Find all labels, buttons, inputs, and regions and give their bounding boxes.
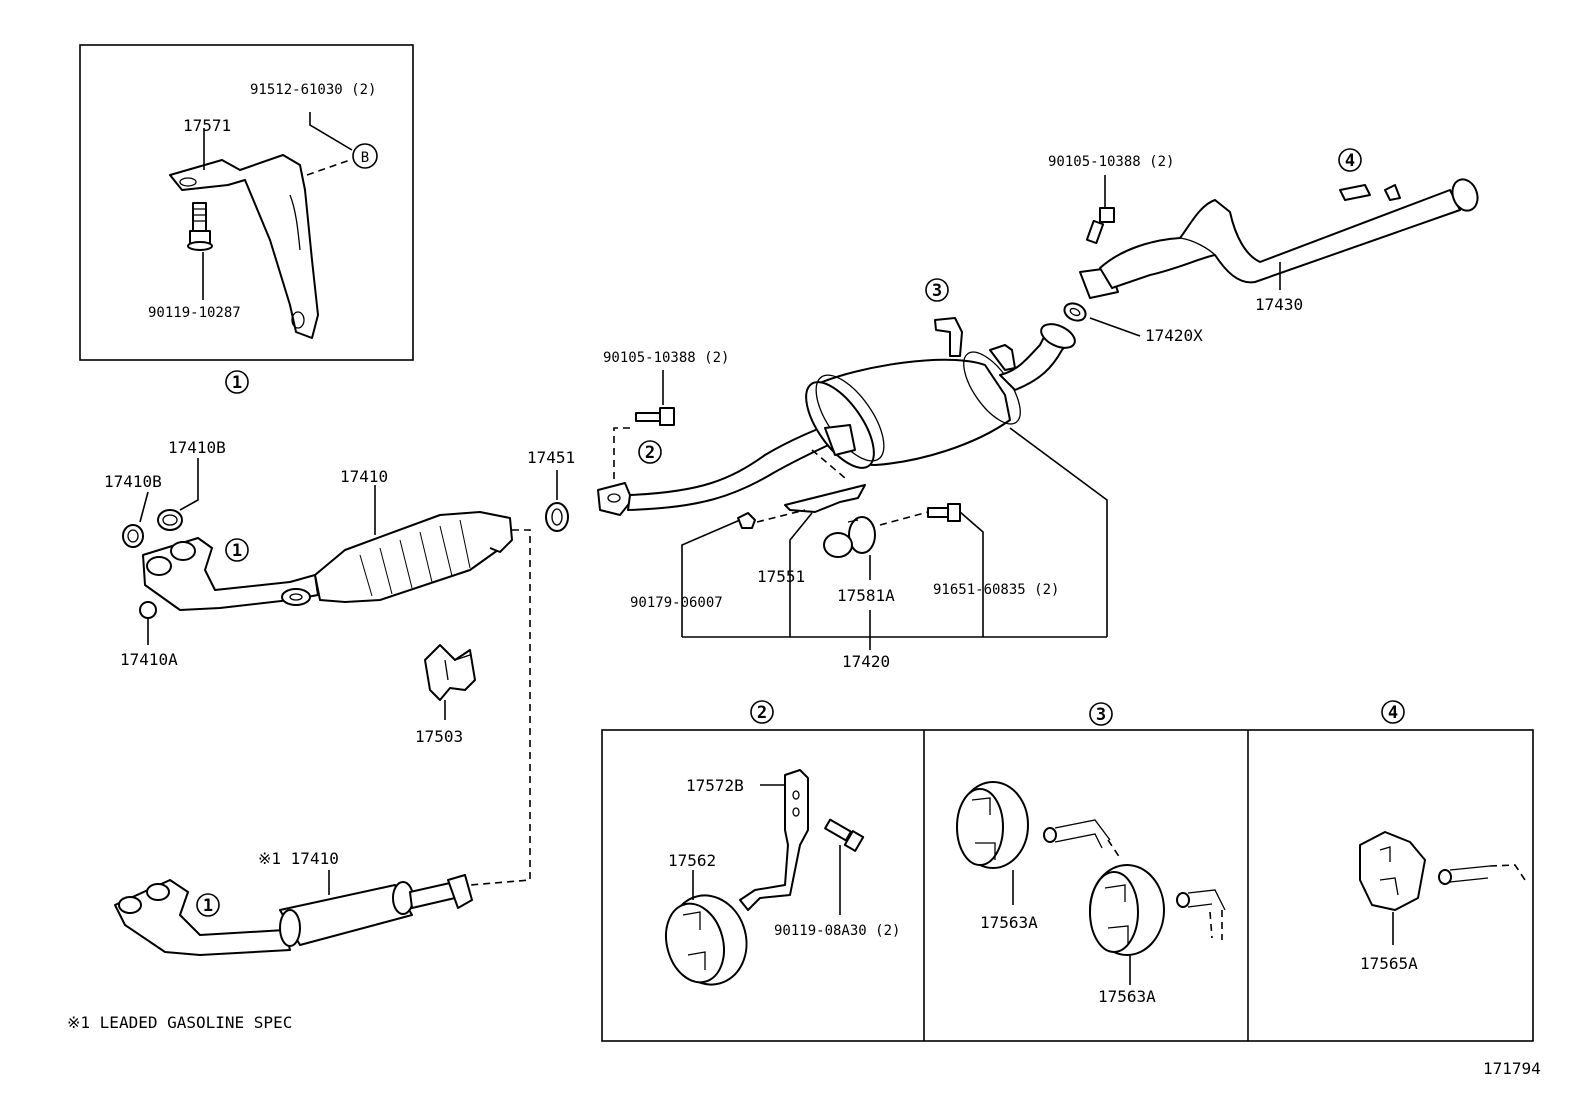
label-17410: 17410	[340, 467, 388, 486]
label-circle-b: B	[361, 150, 369, 166]
label-17410B-left: 17410B	[104, 472, 162, 491]
label-91651-60835: 91651-60835 (2)	[933, 582, 1059, 598]
inset-box-hangers	[601, 729, 1534, 1042]
part-90119-10287-bolt	[187, 202, 213, 251]
part-17563A-hanger-a	[956, 781, 1029, 869]
part-17562-rubber-hanger	[665, 894, 748, 986]
hanger-rod-4	[1438, 864, 1526, 885]
label-90119-10287: 90119-10287	[148, 305, 241, 321]
label-17563A-a: 17563A	[980, 913, 1038, 932]
label-17430: 17430	[1255, 295, 1303, 314]
part-17581A-cushion	[823, 516, 876, 558]
part-17410-leaded-front-pipe	[114, 874, 473, 956]
label-17503: 17503	[415, 727, 463, 746]
reference-number: 171794	[1483, 1059, 1541, 1078]
label-90119-08A30: 90119-08A30 (2)	[774, 923, 900, 939]
gasket-17410B-a	[122, 524, 144, 548]
label-17410-leaded: ※1 17410	[258, 849, 339, 868]
label-17410A: 17410A	[120, 650, 178, 669]
bolt-90105-top	[1085, 207, 1115, 245]
circled-1-inset: 1	[232, 373, 242, 393]
circled-3-b: 3	[1096, 705, 1106, 725]
label-17562: 17562	[668, 851, 716, 870]
circled-3-a: 3	[932, 281, 942, 301]
label-17572B: 17572B	[686, 776, 744, 795]
part-90119-08A30-bolt	[824, 818, 865, 852]
part-17420-muffler	[597, 317, 1076, 516]
gasket-17410B-b	[157, 509, 183, 531]
circled-2-a: 2	[645, 443, 655, 463]
footnote-leaded-gasoline: ※1 LEADED GASOLINE SPEC	[67, 1013, 292, 1032]
circled-4-b: 4	[1388, 703, 1398, 723]
label-90105-10388-mid: 90105-10388 (2)	[603, 350, 729, 366]
label-17563A-b: 17563A	[1098, 987, 1156, 1006]
label-17571: 17571	[183, 116, 231, 135]
label-91512-61030: 91512-61030 (2)	[250, 82, 376, 98]
inset-box-bracket	[79, 44, 414, 361]
part-91651-60835-bolt	[927, 503, 961, 522]
circled-2-b: 2	[757, 703, 767, 723]
hanger-rod-3b	[1176, 889, 1226, 940]
part-17410-front-pipe-converter	[142, 511, 513, 611]
circled-1-b: 1	[203, 896, 213, 916]
part-17565A-hanger	[1359, 831, 1426, 911]
label-90105-10388-top: 90105-10388 (2)	[1048, 154, 1174, 170]
label-17581A: 17581A	[837, 586, 895, 605]
circle-b	[352, 143, 378, 169]
label-17420: 17420	[842, 652, 890, 671]
nut-17410A	[139, 601, 157, 619]
part-17563A-hanger-b	[1089, 864, 1165, 956]
part-17571-bracket	[169, 154, 319, 339]
circled-4-a: 4	[1345, 151, 1355, 171]
part-90179-06007-nut	[737, 512, 756, 529]
bolt-90105-mid	[635, 407, 675, 426]
label-17410B-top: 17410B	[168, 438, 226, 457]
label-17565A: 17565A	[1360, 954, 1418, 973]
label-17420X: 17420X	[1145, 326, 1203, 345]
label-17551: 17551	[757, 567, 805, 586]
gasket-17451	[545, 502, 569, 532]
gasket-17420X	[1063, 302, 1087, 322]
label-90179-06007: 90179-06007	[630, 595, 723, 611]
part-17503-clamp	[424, 644, 476, 701]
part-17430-tail-pipe	[1079, 178, 1479, 299]
part-17572B-hanger-bracket	[739, 769, 809, 911]
hanger-rod-3a	[1043, 819, 1121, 859]
part-17551-bracket	[784, 484, 866, 513]
circled-1-a: 1	[232, 541, 242, 561]
label-17451: 17451	[527, 448, 575, 467]
